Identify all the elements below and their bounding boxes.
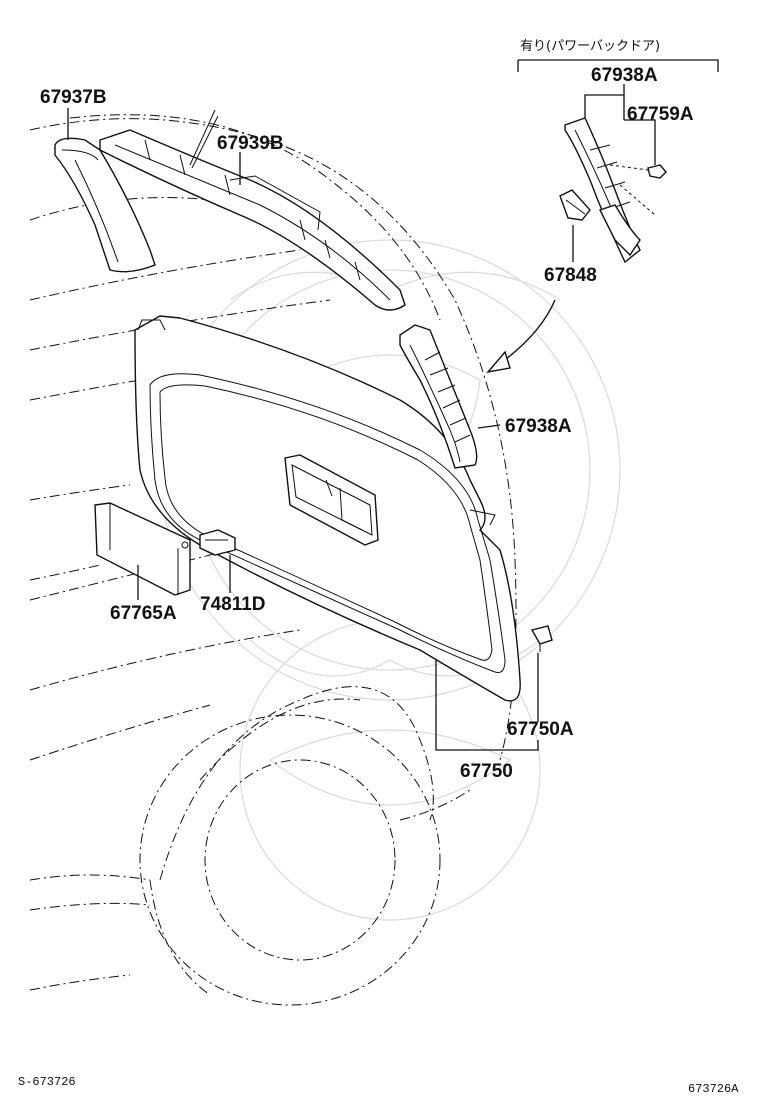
- label-67750A: 67750A: [507, 719, 574, 740]
- footer-left-code: S-673726: [18, 1075, 76, 1089]
- part-67765A-cover: [94, 502, 191, 596]
- vehicle-body-outline: [29, 114, 517, 1006]
- callout-labels: 有り(パワーバックドア) 67937B 67939B 67938A 67759A…: [18, 39, 739, 1096]
- label-67939B: 67939B: [217, 133, 284, 154]
- part-67939B-upper-trim: [99, 109, 406, 311]
- label-67759A: 67759A: [627, 104, 694, 125]
- footer-right-code: 673726A: [688, 1082, 739, 1096]
- label-67750: 67750: [460, 761, 513, 782]
- label-67765A: 67765A: [110, 603, 177, 624]
- label-67938A-top: 67938A: [591, 65, 658, 86]
- part-67750-back-door-board: [134, 315, 521, 702]
- label-67938A-side: 67938A: [505, 416, 572, 437]
- part-67938A-side-trim: [399, 324, 478, 469]
- part-74811D-handle: [199, 529, 236, 556]
- part-67938A-power-set: [486, 117, 667, 374]
- part-67937B-pillar-trim: [54, 137, 156, 273]
- leader-lines: [67, 59, 719, 751]
- label-67937B: 67937B: [40, 87, 107, 108]
- power-back-door-note: 有り(パワーバックドア): [520, 39, 660, 54]
- part-67750A-clip: [530, 625, 553, 652]
- label-74811D: 74811D: [200, 594, 266, 615]
- label-67848: 67848: [544, 265, 597, 286]
